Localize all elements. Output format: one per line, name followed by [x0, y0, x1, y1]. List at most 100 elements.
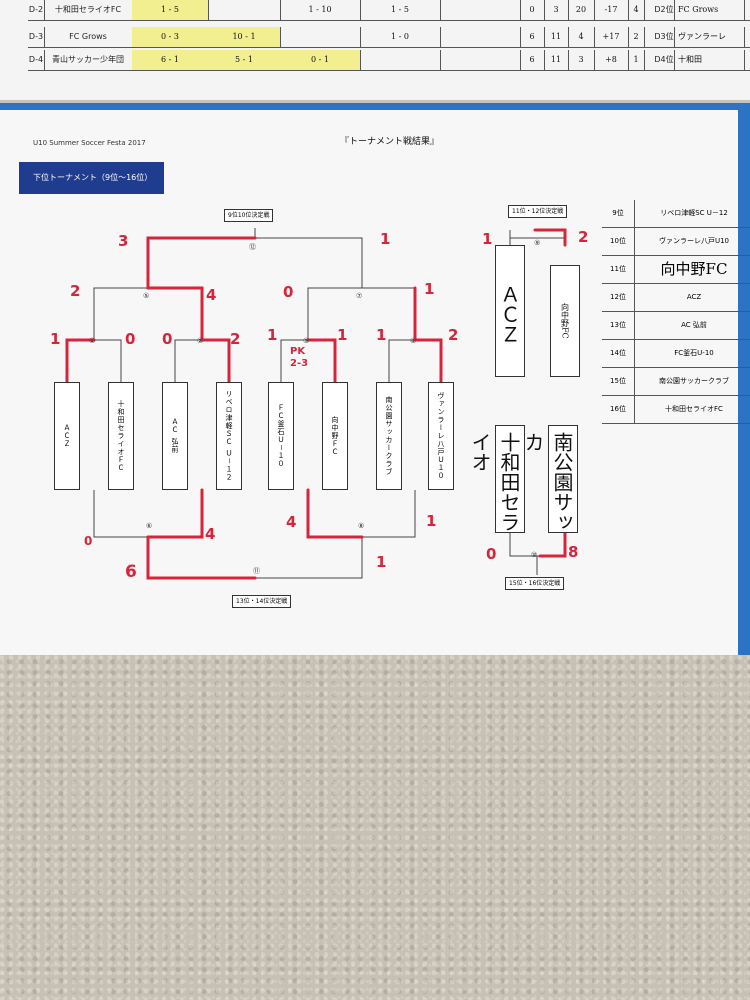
section-banner: 下位トーナメント（9位〜16位） — [19, 162, 164, 194]
match-number: ⑩ — [531, 551, 538, 559]
row-id: D-4 — [28, 50, 45, 70]
ranking-row: 14位 FC釜石U-10 — [602, 340, 750, 368]
row-code: D4位 — [654, 50, 675, 70]
match-number: ⑦ — [356, 292, 363, 300]
final-label: 9位10位決定戦 — [224, 209, 274, 222]
score: 1 — [267, 326, 278, 344]
score: 1 — [376, 553, 387, 571]
ranking-row: 9位リベロ津軽SC U－12 — [602, 200, 750, 228]
rank-position: 14位 — [602, 340, 635, 367]
score: 0 — [283, 283, 294, 301]
rank-team: 十和田セライオFC — [665, 405, 723, 413]
match-number: ② — [197, 337, 204, 345]
blue-border-right — [738, 110, 750, 655]
side-top-label: 11位・12位決定戦 — [508, 205, 568, 218]
side-team: 十和田セライオ — [468, 425, 525, 533]
match-number: ⑨ — [534, 239, 541, 247]
match-number: ③ — [303, 337, 310, 345]
standings-row: D-2 十和田セライオFC 1 - 5 1 - 10 1 - 5 0 3 20 … — [28, 0, 750, 21]
score: 2 — [230, 330, 241, 348]
rank-team: FC釜石U-10 — [674, 349, 714, 357]
row-points: 11 — [544, 50, 569, 70]
row-name: 十和田 — [674, 50, 745, 70]
score: 2 — [448, 326, 459, 344]
score: 1 — [376, 326, 387, 344]
ranking-row: 16位 十和田セライオFC — [602, 396, 750, 424]
event-name: U10 Summer Soccer Festa 2017 — [33, 139, 146, 147]
rank-team: ヴァンラーレ八戸U10 — [658, 237, 730, 245]
third-place-label: 13位・14位決定戦 — [232, 595, 292, 608]
team-box: 十和田セライオＦＣ — [108, 382, 134, 490]
row-id: D-2 — [28, 0, 45, 20]
row-rank: 1 — [628, 50, 645, 70]
rank-position: 13位 — [602, 312, 635, 339]
team-box: ＡＣ 弘前 — [162, 382, 188, 490]
score: 1 — [424, 280, 435, 298]
score: 1 — [337, 326, 348, 344]
row-score: 0 - 1 — [280, 50, 361, 70]
row-points: 11 — [544, 27, 569, 47]
rank-team: ACZ — [686, 293, 702, 301]
wall-background — [0, 655, 750, 1000]
team-box: 向中野ＦＣ — [322, 382, 348, 490]
blue-border-top — [0, 103, 750, 110]
row-wins: 0 — [520, 0, 545, 20]
row-name: FC Grows — [674, 0, 745, 20]
score: 2 — [70, 282, 81, 300]
side-bottom-label: 15位・16位決定戦 — [505, 577, 565, 590]
team-box: ヴァンラーレ八戸Ｕ１０ — [428, 382, 454, 490]
row-goal-diff: +17 — [594, 27, 629, 47]
standings-sheet — [0, 0, 750, 100]
match-number: ⑥ — [146, 522, 153, 530]
rank-position: 15位 — [602, 368, 635, 395]
score: 2 — [578, 228, 589, 246]
row-score: 1 - 10 — [280, 0, 361, 20]
score: 0 — [84, 534, 93, 548]
row-score: 1 - 5 — [360, 0, 441, 20]
ranking-row: 13位 AC 弘前 — [602, 312, 750, 340]
row-rank: 4 — [628, 0, 645, 20]
match-number: ⑪ — [253, 567, 260, 575]
team-box: ＦＣ釜石Ｕ－１０ — [268, 382, 294, 490]
match-number: ④ — [410, 337, 417, 345]
row-code: D2位 — [654, 0, 675, 20]
side-team: ＡＣＺ — [495, 245, 525, 377]
row-name: ヴァンラーレ — [674, 27, 745, 47]
rank-team: 南公園サッカークラブ — [659, 377, 729, 385]
rank-position: 12位 — [602, 284, 635, 311]
row-score: 10 - 1 — [208, 27, 281, 47]
score: 4 — [206, 286, 217, 304]
team-box: ＡＣＺ — [54, 382, 80, 490]
rank-team: リベロ津軽SC U－12 — [660, 209, 728, 217]
match-number: ⑫ — [249, 243, 256, 251]
row-score: 1 - 5 — [132, 0, 209, 20]
row-goals: 4 — [568, 27, 595, 47]
ranking-row: 12位 ACZ — [602, 284, 750, 312]
ranking-row: 15位 南公園サッカークラブ — [602, 368, 750, 396]
rank-team: 向中野FC — [660, 260, 728, 278]
score: 8 — [568, 543, 579, 561]
score: 1 — [380, 230, 391, 248]
score: 1 — [50, 330, 61, 348]
match-number: ⑧ — [358, 522, 365, 530]
row-id: D-3 — [28, 27, 45, 47]
ranking-row: 11位向中野FC — [602, 256, 750, 284]
ranking-row: 10位 ヴァンラーレ八戸U10 — [602, 228, 750, 256]
score: 6 — [125, 562, 137, 582]
row-goal-diff: -17 — [594, 0, 629, 20]
row-goals: 20 — [568, 0, 595, 20]
row-wins: 6 — [520, 50, 545, 70]
score: 1 — [426, 512, 437, 530]
side-team: 南公園サッカ — [521, 425, 578, 533]
pk-note: PK 2-3 — [290, 346, 309, 369]
rank-team: AC 弘前 — [681, 321, 707, 329]
score: 3 — [118, 232, 129, 250]
rank-position: 16位 — [602, 396, 635, 423]
standings-row: D-3 FC Grows 0 - 3 10 - 1 1 - 0 6 11 4 +… — [28, 27, 750, 48]
tournament-sheet — [0, 103, 750, 655]
score: 1 — [482, 230, 493, 248]
standings-table: D-2 十和田セライオFC 1 - 5 1 - 10 1 - 5 0 3 20 … — [28, 0, 750, 80]
rank-position: 10位 — [602, 228, 635, 255]
score: 4 — [286, 513, 297, 531]
